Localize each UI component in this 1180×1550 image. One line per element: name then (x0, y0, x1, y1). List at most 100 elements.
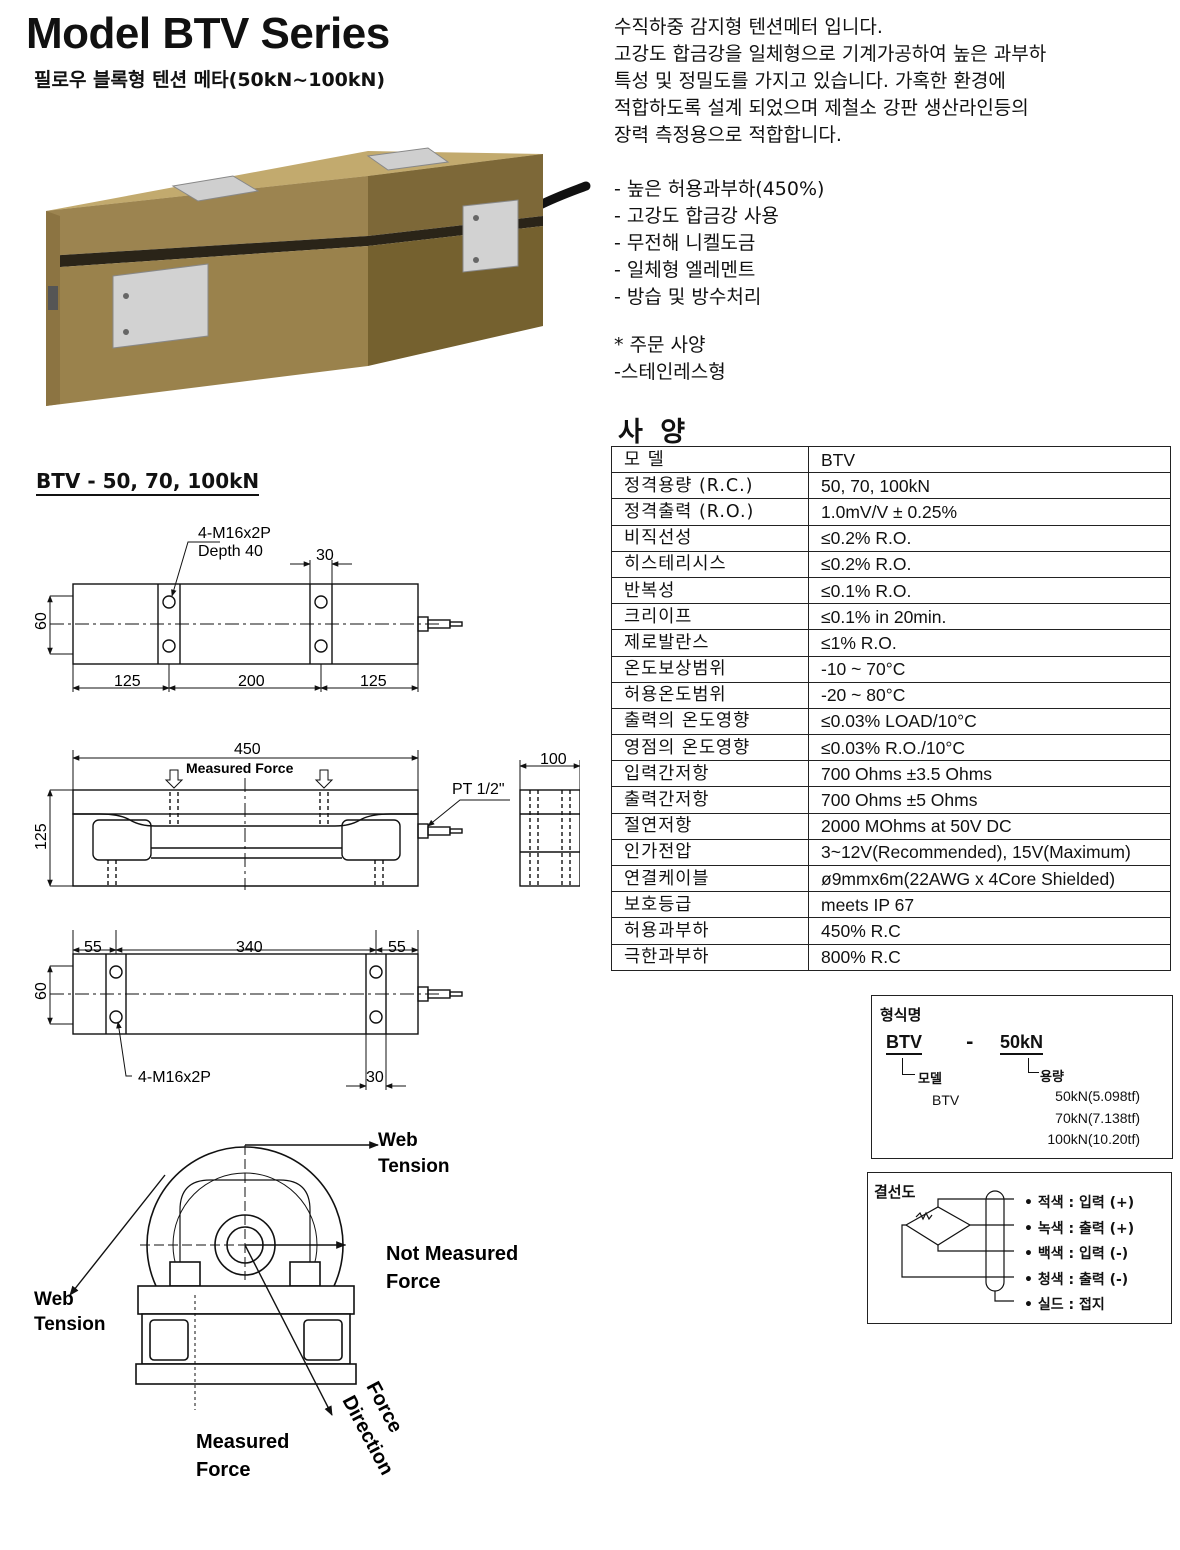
model-code-box: 형식명 BTV - 50kN 모델 BTV 용량 50kN(5.098tf) 7… (871, 995, 1173, 1159)
bottom-hole-label: 4-M16x2P (138, 1069, 211, 1086)
feature-item: - 고강도 합금강 사용 (614, 205, 779, 227)
bottom-dim-30: 30 (366, 1069, 384, 1086)
spec-key: 연결케이블 (611, 864, 809, 893)
page-subtitle: 필로우 블록형 텐션 메타(50kN~100kN) (34, 69, 386, 91)
spec-key: 인가전압 (611, 838, 809, 867)
spec-value: 700 Ohms ±3.5 Ohms (808, 760, 1171, 788)
spec-value: ≤0.2% R.O. (808, 524, 1171, 552)
spec-key: 절연저항 (611, 812, 809, 840)
web-tension-left-2: Tension (34, 1314, 105, 1335)
bottom-dim-right: 55 (388, 939, 406, 956)
web-tension-top-2: Tension (378, 1156, 449, 1177)
spec-key: 극한과부하 (611, 943, 809, 971)
spec-key: 허용과부하 (611, 917, 809, 945)
capacity-option: 70kN(7.138tf) (1055, 1110, 1140, 1126)
spec-value: meets IP 67 (808, 891, 1171, 919)
spec-row: 반복성≤0.1% R.O. (611, 576, 1171, 605)
model-code-model-value: BTV (932, 1092, 960, 1108)
spec-value: ≤0.1% in 20min. (808, 603, 1171, 631)
wire-line: • 적색 : 입력 (+) (1024, 1195, 1135, 1211)
spec-value: 800% R.C (808, 943, 1171, 971)
page-title: Model BTV Series (26, 9, 390, 58)
spec-value: BTV (808, 445, 1171, 474)
technical-drawings: 4-M16x2P Depth 40 30 60 125 200 125 450 … (33, 525, 580, 1481)
wiring-legend: • 적색 : 입력 (+) • 녹색 : 출력 (+) • 백색 : 입력 (-… (1024, 1191, 1134, 1319)
capacity-connector (1028, 1058, 1039, 1073)
spec-value: 1.0mV/V ± 0.25% (808, 498, 1171, 526)
spec-value: ø9mmx6m(22AWG x 4Core Shielded) (808, 864, 1171, 893)
top-dim-right: 125 (360, 673, 387, 690)
feature-item: - 높은 허용과부하(450%) (614, 178, 825, 200)
not-measured-force-1: Not Measured (386, 1243, 518, 1265)
spec-value: -10 ~ 70°C (808, 655, 1171, 683)
order-note: * 주문 사양 (614, 334, 706, 356)
bottom-dim-60: 60 (33, 982, 50, 1000)
model-code-heading: 형식명 (880, 1006, 922, 1024)
top-depth-label: Depth 40 (198, 543, 263, 560)
measured-force-label: Measured Force (186, 760, 294, 776)
feature-item: - 무전해 니켈도금 (614, 232, 756, 254)
spec-value: ≤0.03% R.O./10°C (808, 734, 1171, 762)
model-code-dash: - (966, 1032, 974, 1053)
spec-key: 정격용량 (R.C.) (611, 472, 809, 500)
product-photo (46, 147, 591, 406)
front-dim-length: 450 (234, 741, 261, 758)
spec-row: 출력의 온도영향≤0.03% LOAD/10°C (611, 707, 1171, 736)
bridge-circuit (901, 1190, 1014, 1302)
description-line: 장력 측정용으로 적합합니다. (614, 124, 842, 146)
spec-value: ≤0.03% LOAD/10°C (808, 707, 1171, 736)
spec-value: 700 Ohms ±5 Ohms (808, 786, 1171, 814)
spec-row: 허용온도범위-20 ~ 80°C (611, 681, 1171, 709)
wiring-diagram-box: 결선도 • 적색 : 입력 (+) • 녹색 : 출력 (+) • 백색 : 입… (867, 1172, 1172, 1324)
spec-key: 영점의 온도영향 (611, 734, 809, 762)
application-diagram (69, 1141, 379, 1416)
spec-value: -20 ~ 80°C (808, 681, 1171, 709)
spec-key: 비직선성 (611, 524, 809, 552)
web-tension-left-1: Web (34, 1289, 74, 1310)
top-hole-label: 4-M16x2P (198, 525, 271, 542)
bottom-view (47, 930, 463, 1090)
spec-key: 반복성 (611, 576, 809, 605)
capacity-option: 100kN(10.20tf) (1047, 1131, 1140, 1147)
spec-key: 출력간저항 (611, 786, 809, 814)
spec-row: 히스테리시스≤0.2% R.O. (611, 550, 1171, 578)
spec-key: 크리이프 (611, 603, 809, 631)
measured-force-1: Measured (196, 1431, 289, 1453)
description-line: 적합하도록 설계 되었으며 제철소 강판 생산라인등의 (614, 97, 1029, 119)
top-dim-left: 125 (114, 673, 141, 690)
feature-item: - 일체형 엘레멘트 (614, 259, 756, 281)
spec-value: ≤1% R.O. (808, 629, 1171, 657)
spec-key: 허용온도범위 (611, 681, 809, 709)
description-paragraph: 수직하중 감지형 텐션메터 입니다. 고강도 합금강을 일체형으로 기계가공하여… (614, 14, 1046, 149)
spec-value: 450% R.C (808, 917, 1171, 945)
measured-force-2: Force (196, 1459, 250, 1481)
feature-item: - 방습 및 방수처리 (614, 286, 762, 308)
not-measured-force-2: Force (386, 1271, 440, 1293)
spec-value: 50, 70, 100kN (808, 472, 1171, 500)
spec-row: 영점의 온도영향≤0.03% R.O./10°C (611, 734, 1171, 762)
order-options: * 주문 사양 -스테인레스형 (614, 332, 726, 386)
model-code-capacity-label: 용량 (1040, 1070, 1064, 1085)
spec-row: 크리이프≤0.1% in 20min. (611, 603, 1171, 631)
spec-value: 3~12V(Recommended), 15V(Maximum) (808, 838, 1171, 867)
wiring-heading: 결선도 (874, 1183, 916, 1201)
capacity-option: 50kN(5.098tf) (1055, 1088, 1140, 1104)
pt-label: PT 1/2" (452, 781, 505, 798)
spec-key: 보호등급 (611, 891, 809, 919)
spec-value: 2000 MOhms at 50V DC (808, 812, 1171, 840)
bottom-dim-mid: 340 (236, 939, 263, 956)
spec-key: 히스테리시스 (611, 550, 809, 578)
spec-key: 입력간저항 (611, 760, 809, 788)
bottom-dim-left: 55 (84, 939, 102, 956)
spec-key: 제로발란스 (611, 629, 809, 657)
end-dim-width: 100 (540, 751, 567, 768)
top-dim-mid: 200 (238, 673, 265, 690)
model-code-capacity: 50kN (1000, 1032, 1044, 1055)
